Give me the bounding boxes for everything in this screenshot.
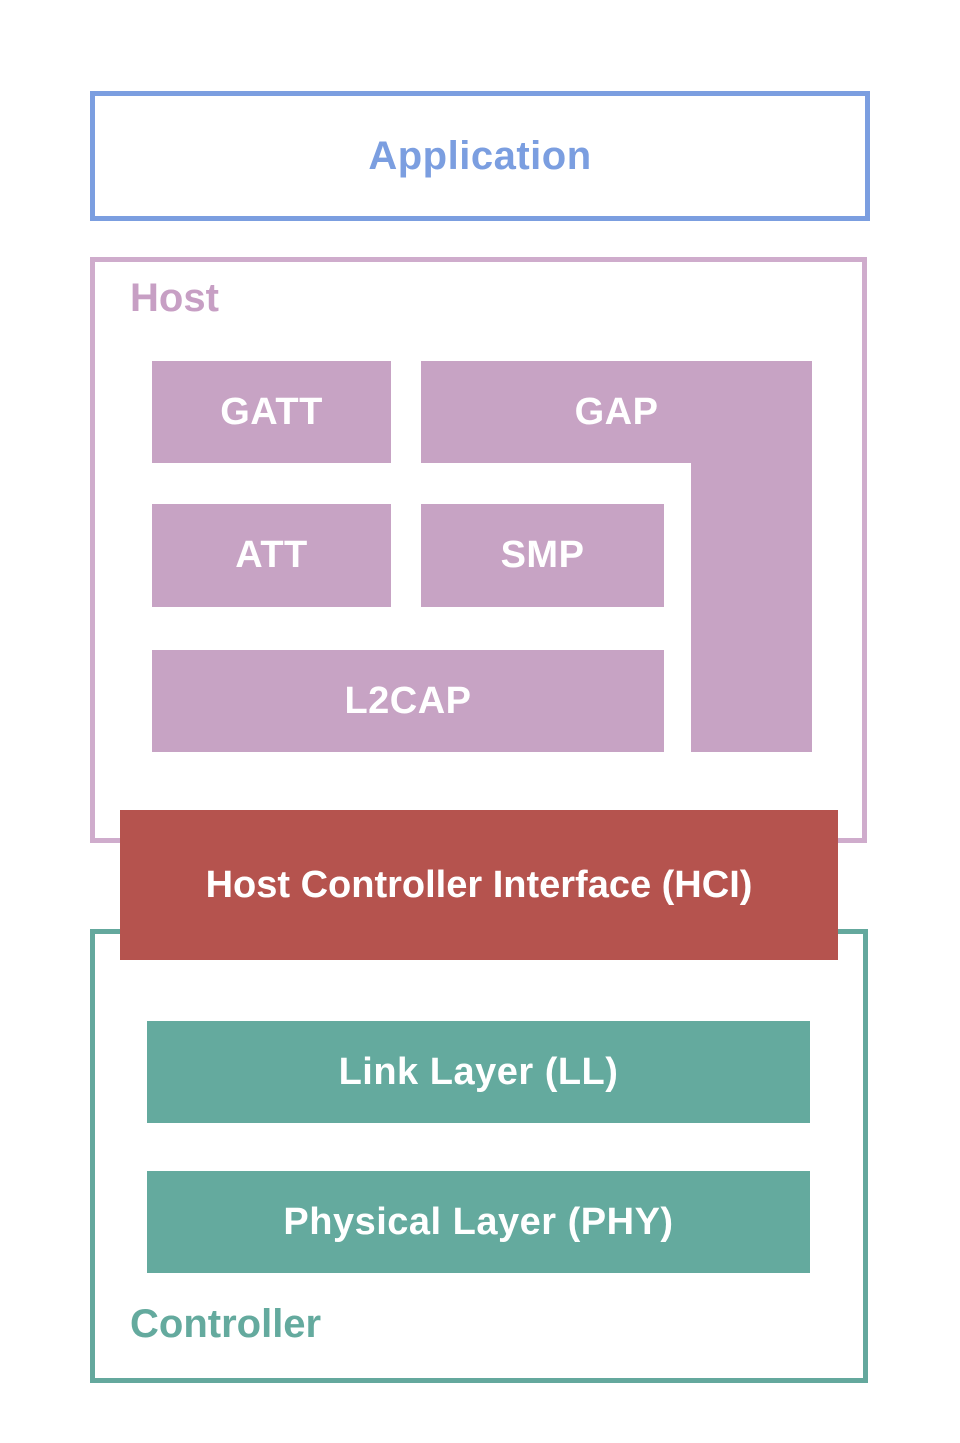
- gap-block: GAP: [421, 361, 812, 752]
- physical-layer-block: Physical Layer (PHY): [147, 1171, 810, 1273]
- application-label: Application: [368, 133, 592, 178]
- host-label: Host: [130, 276, 219, 320]
- l2cap-block: L2CAP: [152, 650, 664, 752]
- hci-bar: Host Controller Interface (HCI): [120, 810, 838, 960]
- att-block: ATT: [152, 504, 391, 607]
- gatt-block: GATT: [152, 361, 391, 463]
- controller-label: Controller: [130, 1302, 322, 1346]
- application-box: Application: [90, 91, 870, 221]
- link-layer-block: Link Layer (LL): [147, 1021, 810, 1123]
- gap-block-extension: [691, 462, 812, 752]
- controller-box: Link Layer (LL) Physical Layer (PHY) Con…: [90, 929, 868, 1383]
- smp-block: SMP: [421, 504, 664, 607]
- host-box: Host GATT GAP ATT SMP L2CAP: [90, 257, 867, 843]
- gap-block-label: GAP: [421, 361, 812, 463]
